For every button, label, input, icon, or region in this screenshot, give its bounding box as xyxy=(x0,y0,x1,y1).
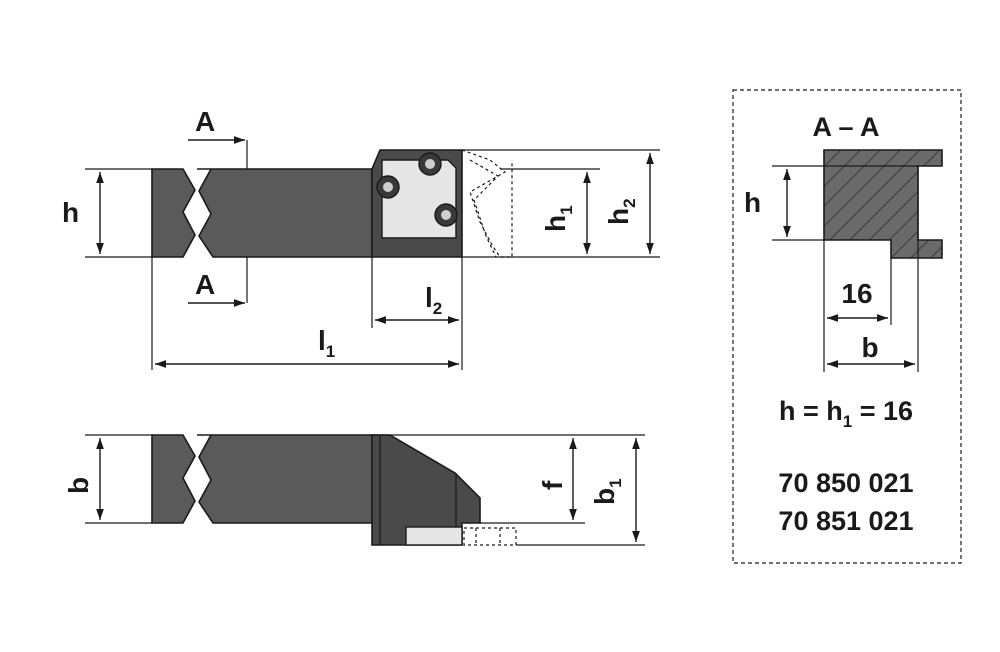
insert-outline xyxy=(461,149,513,258)
dim-h1-label: h1 xyxy=(540,205,576,232)
section-dim-b-label: b xyxy=(861,332,878,363)
plan-shank-main xyxy=(197,434,379,524)
cut-label-top: A xyxy=(195,106,215,137)
section-dim-h-label: h xyxy=(744,187,761,218)
cut-label-bottom: A xyxy=(195,269,215,300)
plan-insert-dashed xyxy=(463,527,517,546)
dim-l2-label: l2 xyxy=(425,282,442,318)
section-dim-16-label: 16 xyxy=(841,278,872,309)
bottom-view: b f b1 xyxy=(63,434,645,546)
shank-left-piece xyxy=(151,168,196,258)
section-panel: A – A h 16 b h = h1 = 16 70 850 021 70 8… xyxy=(732,89,962,564)
section-cross-section xyxy=(823,149,943,259)
plan-insert-seat xyxy=(405,526,463,546)
dim-b-label: b xyxy=(63,477,94,494)
part-number-2: 70 851 021 xyxy=(778,506,913,536)
section-title: A – A xyxy=(812,112,879,142)
plan-shank-left xyxy=(151,434,196,524)
dim-l1-label: l1 xyxy=(318,325,335,361)
clamp-screws xyxy=(376,152,458,227)
dim-f-label: f xyxy=(537,480,568,490)
shank-main-body xyxy=(197,168,373,258)
dim-h-label: h xyxy=(62,197,79,228)
top-view: h h1 h2 A A l2 l1 xyxy=(62,106,660,370)
formula-text: h = h1 = 16 xyxy=(779,396,913,431)
section-frame xyxy=(732,89,962,564)
part-number-1: 70 850 021 xyxy=(778,468,913,498)
dim-h2-label: h2 xyxy=(603,198,639,225)
dim-b1-label: b1 xyxy=(589,478,625,505)
